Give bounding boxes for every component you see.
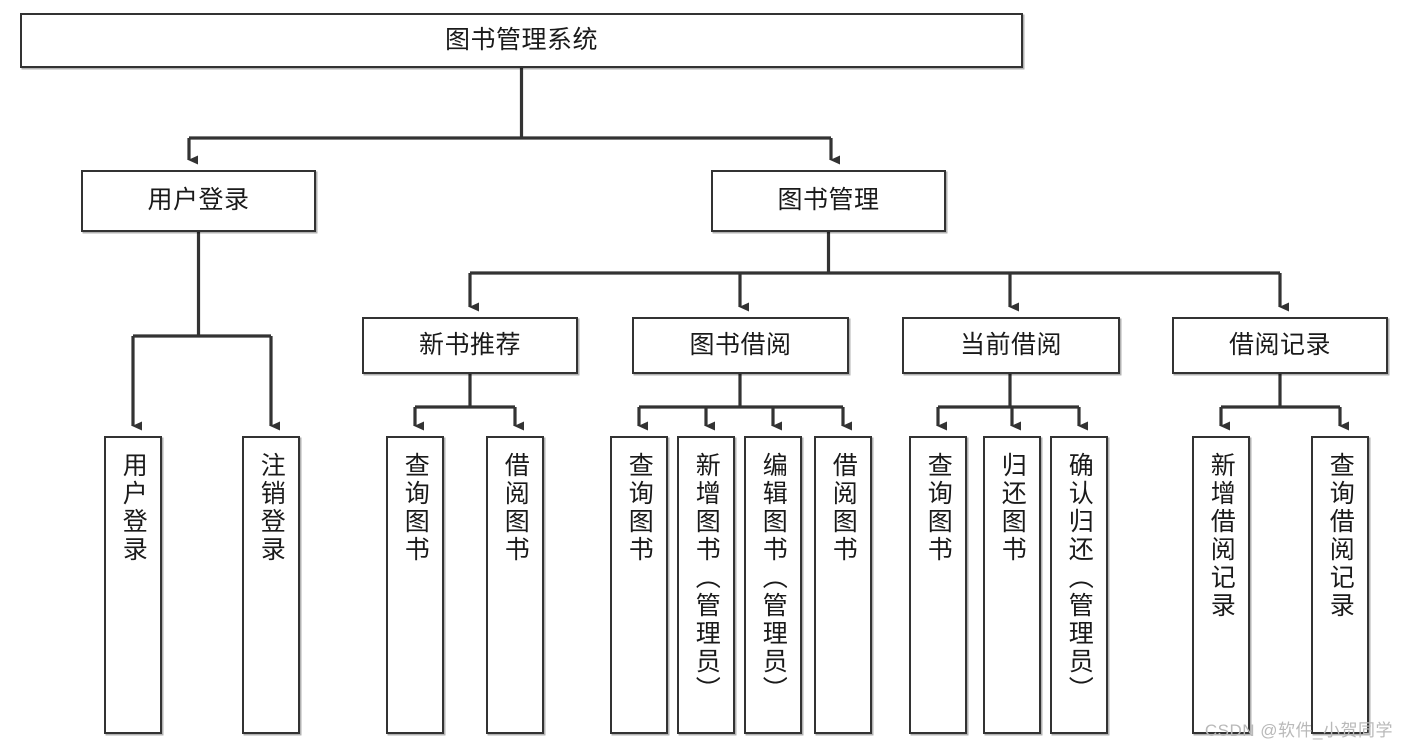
- node-label: 编辑图书（管理员）: [759, 452, 788, 704]
- node-label: 图书借阅: [689, 330, 792, 359]
- node-current-borrow[interactable]: 当前借阅: [902, 317, 1120, 374]
- node-leaf-query-book-1[interactable]: 查询图书: [386, 436, 444, 734]
- node-leaf-query-record[interactable]: 查询借阅记录: [1311, 436, 1369, 734]
- node-leaf-user-logout[interactable]: 注销登录: [242, 436, 300, 734]
- node-label: 查询图书: [625, 452, 654, 564]
- node-label: 新书推荐: [418, 330, 521, 359]
- node-label: 当前借阅: [959, 330, 1062, 359]
- node-leaf-user-login[interactable]: 用户登录: [104, 436, 162, 734]
- node-label: 借阅图书: [829, 452, 858, 564]
- node-leaf-confirm-return[interactable]: 确认归还（管理员）: [1050, 436, 1108, 734]
- node-leaf-return-book[interactable]: 归还图书: [983, 436, 1041, 734]
- node-leaf-borrow-book-1[interactable]: 借阅图书: [486, 436, 544, 734]
- node-label: 确认归还（管理员）: [1065, 452, 1094, 704]
- node-label: 图书管理系统: [444, 25, 598, 54]
- node-root-system[interactable]: 图书管理系统: [20, 13, 1023, 68]
- node-label: 查询图书: [401, 452, 430, 564]
- node-leaf-add-book[interactable]: 新增图书（管理员）: [677, 436, 735, 734]
- node-label: 借阅图书: [501, 452, 530, 564]
- node-label: 用户登录: [119, 452, 148, 564]
- node-label: 用户登录: [147, 186, 250, 215]
- node-leaf-query-book-3[interactable]: 查询图书: [909, 436, 967, 734]
- node-leaf-query-book-2[interactable]: 查询图书: [610, 436, 668, 734]
- node-book-borrow[interactable]: 图书借阅: [632, 317, 849, 374]
- watermark: CSDN @软件_小贺同学: [1204, 721, 1393, 740]
- node-label: 查询图书: [924, 452, 953, 564]
- node-leaf-add-record[interactable]: 新增借阅记录: [1192, 436, 1250, 734]
- node-label: 归还图书: [998, 452, 1027, 564]
- node-label: 查询借阅记录: [1326, 452, 1355, 620]
- node-label: 新增图书（管理员）: [692, 452, 721, 704]
- node-label: 借阅记录: [1228, 330, 1331, 359]
- node-leaf-edit-book[interactable]: 编辑图书（管理员）: [744, 436, 802, 734]
- node-label: 图书管理: [777, 186, 880, 215]
- node-leaf-borrow-book-2[interactable]: 借阅图书: [814, 436, 872, 734]
- node-label: 新增借阅记录: [1207, 452, 1236, 620]
- node-user-login[interactable]: 用户登录: [81, 170, 316, 232]
- node-new-book-rec[interactable]: 新书推荐: [362, 317, 578, 374]
- node-label: 注销登录: [257, 452, 286, 564]
- node-book-manage[interactable]: 图书管理: [711, 170, 946, 232]
- node-borrow-record[interactable]: 借阅记录: [1172, 317, 1388, 374]
